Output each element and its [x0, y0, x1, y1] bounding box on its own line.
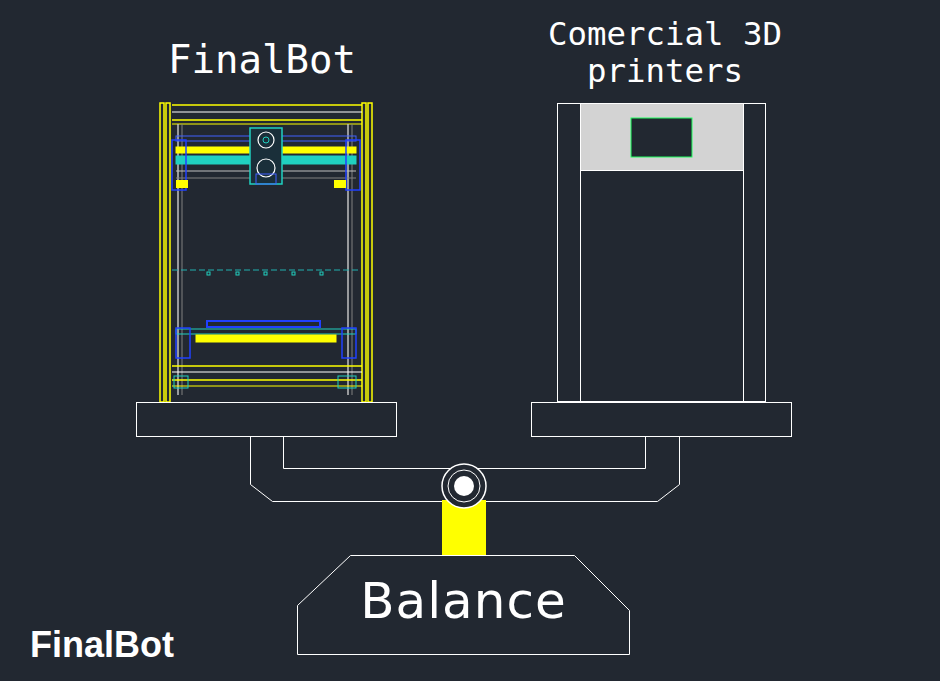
watermark: FinalBot — [30, 624, 174, 666]
commercial-printer — [558, 104, 766, 403]
base-label: Balance — [360, 576, 566, 626]
base-outline — [298, 556, 630, 655]
heading-text: Comercial 3D printers — [505, 16, 825, 89]
balance-scale — [137, 403, 792, 557]
printer-heading: Comercial 3D printers — [505, 10, 825, 96]
heading-text: FinalBot — [168, 40, 356, 81]
finalbot-printer — [160, 103, 372, 402]
balance-base: Balance — [297, 555, 630, 655]
printer-heading: FinalBot — [130, 32, 394, 88]
